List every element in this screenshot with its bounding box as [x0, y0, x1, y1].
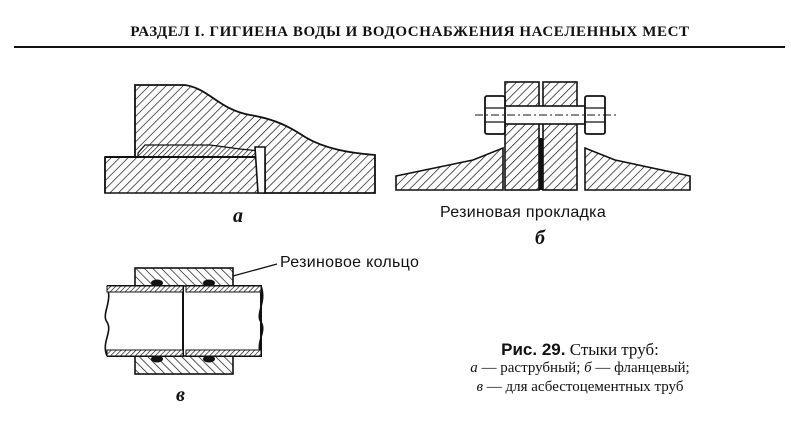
caption-title: Рис. 29. Стыки труб:	[430, 340, 730, 359]
rubber-ring-left-bottom	[151, 355, 163, 363]
rubber-ring-right-top	[203, 279, 215, 287]
pipe-wall	[104, 156, 266, 194]
flange-left	[504, 81, 540, 191]
figure-b-flange-joint	[395, 81, 691, 191]
figure-b-letter: б	[535, 227, 545, 249]
coupling-bottom	[134, 355, 234, 375]
figure-a-letter: а	[233, 205, 243, 227]
caption-fig-title: Стыки труб:	[569, 340, 659, 359]
figure-v-coupling-joint	[104, 263, 278, 375]
page-header: РАЗДЕЛ I. ГИГИЕНА ВОДЫ И ВОДОСНАБЖЕНИЯ Н…	[130, 24, 690, 40]
caption-text-v: — для асбестоцементных труб	[486, 379, 684, 395]
figure-v-letter: в	[176, 384, 185, 406]
figure-b-callout: Резиновая прокладка	[440, 204, 607, 221]
pipe-wall-left	[395, 146, 504, 191]
rubber-ring-right-bottom	[203, 355, 215, 363]
caption-letter-a: а	[470, 360, 478, 376]
caption-letter-v: в	[476, 379, 483, 395]
gasket	[539, 138, 543, 190]
socket-body	[134, 84, 376, 194]
header-rule	[14, 46, 785, 48]
rubber-ring-left-top	[151, 279, 163, 287]
ring-leader-line	[232, 263, 278, 277]
coupling-top	[134, 267, 234, 287]
pipe-right	[186, 285, 262, 357]
figure-v-callout: Резиновое кольцо	[280, 254, 420, 271]
figure-a-socket-joint	[104, 84, 376, 194]
caption-text-b: — фланцевый;	[595, 360, 690, 376]
figure-caption: Рис. 29. Стыки труб: а — раструбный; б —…	[430, 340, 730, 397]
caption-line-1: а — раструбный; б — фланцевый;	[430, 359, 730, 378]
spigot-end	[254, 146, 266, 194]
caption-letter-b: б	[584, 360, 592, 376]
flange-right	[542, 81, 578, 191]
pipe-left	[107, 285, 184, 357]
caption-text-a: — раструбный;	[481, 360, 581, 376]
caption-fig-label: Рис. 29.	[501, 340, 566, 359]
pipe-wall-right	[584, 146, 691, 191]
caption-line-2: в — для асбестоцементных труб	[430, 378, 730, 397]
